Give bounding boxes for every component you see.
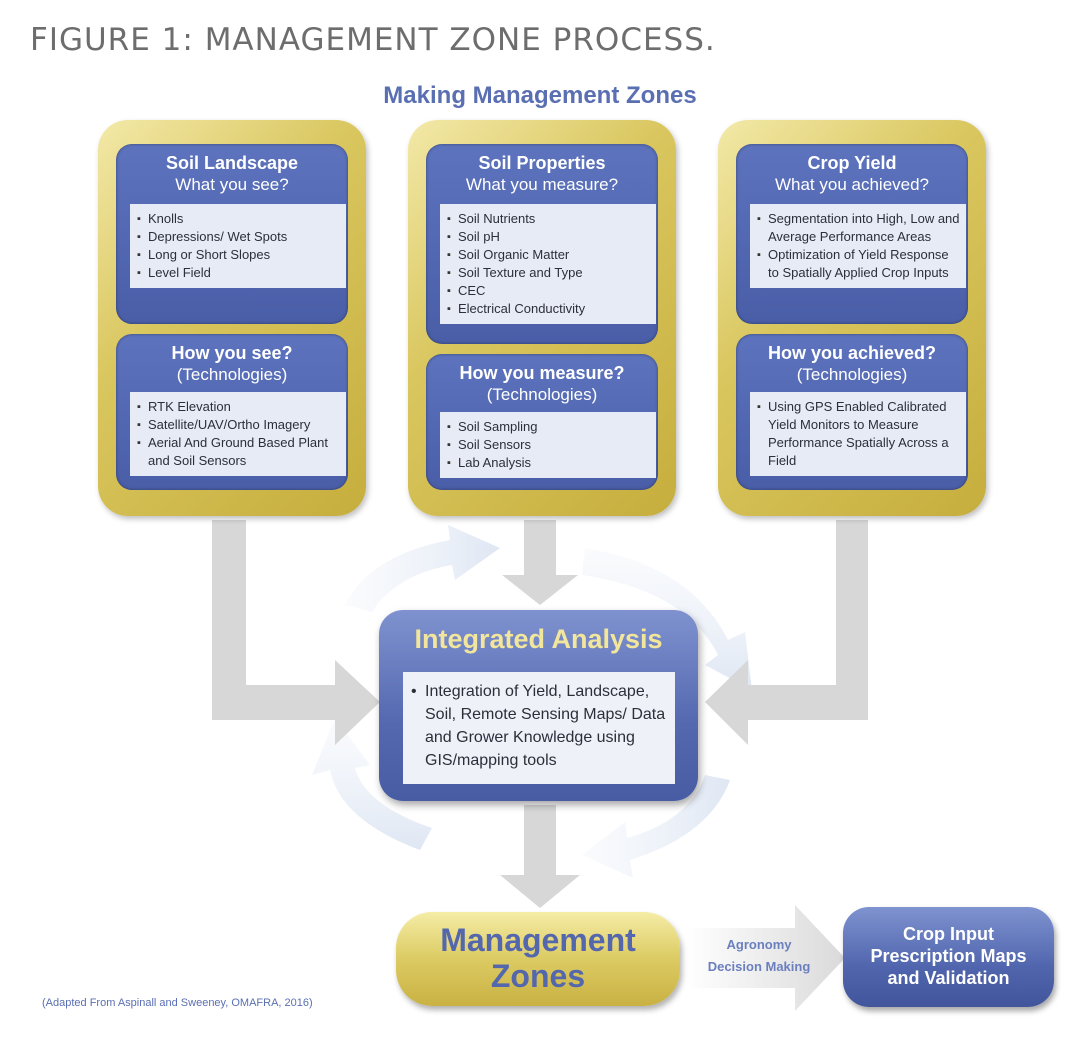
management-zones-line1: Management	[440, 922, 636, 958]
panel-subtitle: What you see?	[175, 175, 289, 194]
item-list: Soil Sampling Soil Sensors Lab Analysis	[440, 412, 656, 478]
list-item: Electrical Conductivity	[447, 300, 650, 318]
cycle-arrow-top-left	[345, 525, 500, 612]
panel-title: How you achieved?	[767, 343, 937, 363]
output-line2: Prescription Maps	[870, 946, 1027, 966]
management-zones-box: Management Zones	[396, 912, 680, 1006]
prescription-maps-box: Crop Input Prescription Maps and Validat…	[843, 907, 1054, 1007]
integrated-analysis-box: Integrated Analysis Integration of Yield…	[379, 610, 698, 801]
item-list: Knolls Depressions/ Wet Spots Long or Sh…	[130, 204, 346, 288]
list-item: Soil Nutrients	[447, 210, 650, 228]
arrow-to-management-zones	[500, 805, 580, 908]
panel-what-you-achieved: Crop Yield What you achieved? Segmentati…	[736, 144, 968, 324]
list-item: Soil Sampling	[447, 418, 650, 436]
list-item: Soil Organic Matter	[447, 246, 650, 264]
panel-subtitle: (Technologies)	[796, 365, 908, 384]
item-list: Soil Nutrients Soil pH Soil Organic Matt…	[440, 204, 656, 324]
panel-subtitle: What you measure?	[465, 175, 619, 194]
list-item: Using GPS Enabled Calibrated Yield Monit…	[757, 398, 960, 470]
cycle-arrow-bottom-left	[312, 718, 432, 850]
list-item: Soil Sensors	[447, 436, 650, 454]
list-item: Level Field	[137, 264, 340, 282]
integrated-analysis-title: Integrated Analysis	[414, 624, 663, 654]
figure-title: FIGURE 1: MANAGEMENT ZONE PROCESS.	[30, 22, 716, 58]
panel-title: Soil Landscape	[165, 153, 299, 173]
list-item: Soil Texture and Type	[447, 264, 650, 282]
prescription-maps-label: Crop Input Prescription Maps and Validat…	[843, 923, 1054, 989]
arrow-right-column	[705, 520, 868, 745]
management-zones-line2: Zones	[490, 958, 586, 994]
diagram-title: Making Management Zones	[383, 82, 697, 109]
panel-title: Soil Properties	[478, 153, 606, 173]
item-list: Segmentation into High, Low and Average …	[750, 204, 966, 288]
panel-title: How you see?	[171, 343, 293, 363]
panel-subtitle: What you achieved?	[774, 175, 930, 194]
list-item: Knolls	[137, 210, 340, 228]
management-zones-label: Management Zones	[396, 922, 680, 994]
column-soil-properties: Soil Properties What you measure? Soil N…	[408, 120, 676, 516]
output-line3: and Validation	[887, 968, 1010, 988]
integrated-analysis-body: Integration of Yield, Landscape, Soil, R…	[403, 672, 675, 784]
list-item: Long or Short Slopes	[137, 246, 340, 264]
source-footnote: (Adapted From Aspinall and Sweeney, OMAF…	[42, 997, 313, 1009]
agronomy-arrow	[685, 905, 845, 1011]
column-crop-yield: Crop Yield What you achieved? Segmentati…	[718, 120, 986, 516]
panel-how-you-measure: How you measure? (Technologies) Soil Sam…	[426, 354, 658, 490]
panel-how-you-achieved: How you achieved? (Technologies) Using G…	[736, 334, 968, 490]
panel-title: Crop Yield	[807, 153, 897, 173]
list-item: Soil pH	[447, 228, 650, 246]
panel-title: How you measure?	[459, 363, 625, 383]
list-item: Aerial And Ground Based Plant and Soil S…	[137, 434, 340, 470]
list-item: Lab Analysis	[447, 454, 650, 472]
panel-what-you-measure: Soil Properties What you measure? Soil N…	[426, 144, 658, 344]
list-item: Segmentation into High, Low and Average …	[757, 210, 960, 246]
cycle-arrow-bottom-right	[582, 775, 730, 878]
item-list: Using GPS Enabled Calibrated Yield Monit…	[750, 392, 966, 476]
list-item: CEC	[447, 282, 650, 300]
list-item: Satellite/UAV/Ortho Imagery	[137, 416, 340, 434]
output-line1: Crop Input	[903, 924, 994, 944]
agronomy-line1: Agronomy	[726, 937, 792, 952]
list-item: RTK Elevation	[137, 398, 340, 416]
panel-subtitle: (Technologies)	[486, 385, 598, 404]
arrow-left-column	[212, 520, 380, 745]
list-item: Depressions/ Wet Spots	[137, 228, 340, 246]
agronomy-line2: Decision Making	[707, 959, 811, 974]
panel-what-you-see: Soil Landscape What you see? Knolls Depr…	[116, 144, 348, 324]
item-list: RTK Elevation Satellite/UAV/Ortho Imager…	[130, 392, 346, 476]
column-soil-landscape: Soil Landscape What you see? Knolls Depr…	[98, 120, 366, 516]
arrow-center-column	[502, 520, 578, 605]
agronomy-label: Agronomy Decision Making	[700, 934, 818, 978]
integrated-analysis-text: Integration of Yield, Landscape, Soil, R…	[411, 680, 667, 772]
panel-subtitle: (Technologies)	[176, 365, 288, 384]
list-item: Optimization of Yield Response to Spatia…	[757, 246, 960, 282]
cycle-arrow-top-right	[582, 548, 752, 690]
panel-how-you-see: How you see? (Technologies) RTK Elevatio…	[116, 334, 348, 490]
